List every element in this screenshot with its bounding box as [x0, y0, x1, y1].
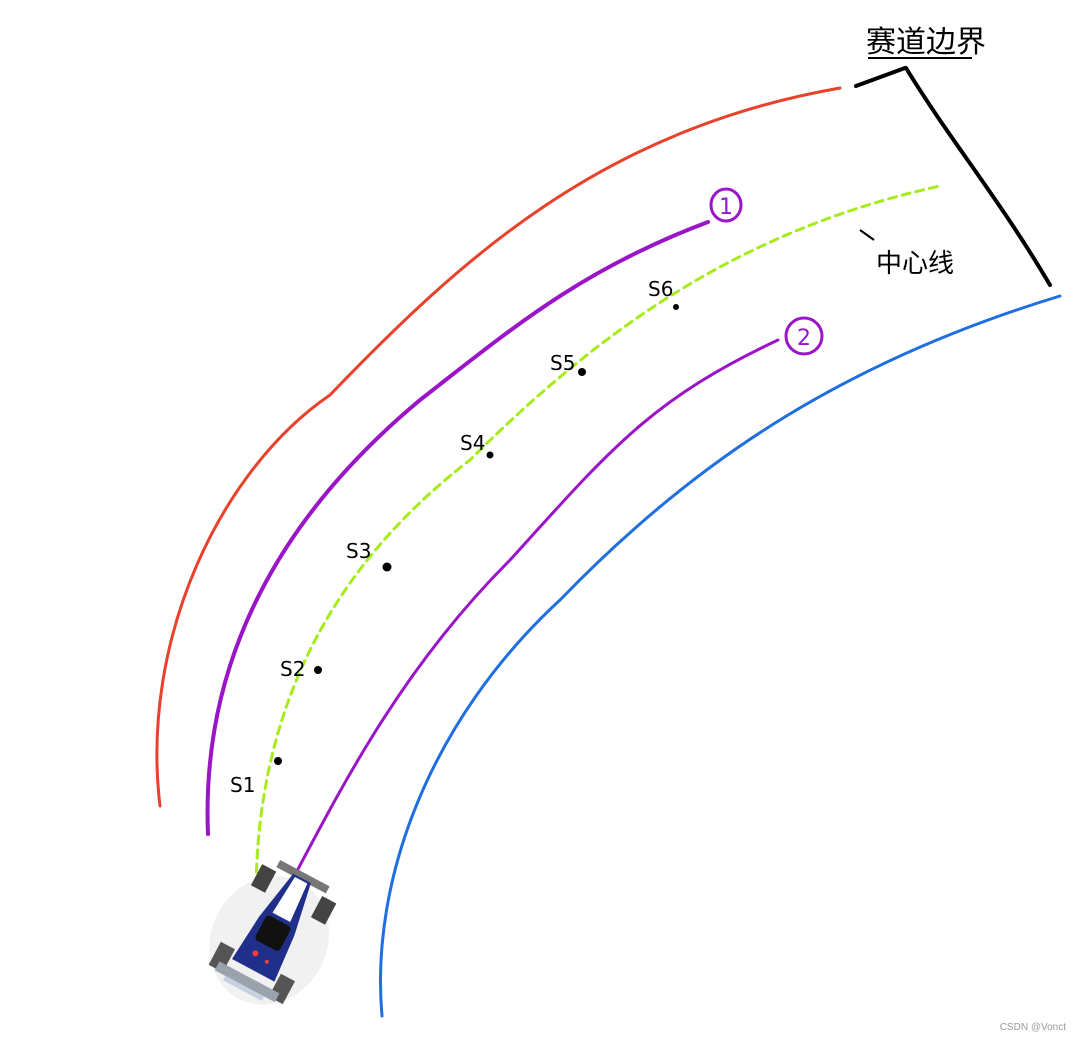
path-2-label: 2 [797, 326, 811, 351]
path-1-marker: 1 [709, 187, 743, 223]
sample-label-s1: S1 [230, 773, 255, 797]
centerline-label: 中心线 [876, 249, 954, 279]
sample-label-s4: S4 [460, 431, 485, 455]
sample-point-s6 [673, 304, 679, 310]
sample-label-s6: S6 [648, 277, 673, 301]
centerline-dashed [254, 184, 942, 902]
sample-point-s3 [382, 562, 392, 572]
sample-label-s5: S5 [550, 351, 575, 375]
sample-point-s2 [314, 666, 322, 674]
sample-point-s4 [486, 451, 494, 459]
right-track-boundary [379, 294, 1062, 1018]
left-track-boundary [155, 86, 842, 808]
boundary-annotation: 赛道边界 [854, 25, 1052, 287]
candidate-path-2 [286, 338, 780, 890]
sample-point-s1 [274, 757, 282, 765]
centerline-annotation: 中心线 [859, 229, 954, 279]
boundary-label: 赛道边界 [866, 25, 986, 60]
path-2-marker: 2 [784, 316, 824, 356]
sample-point-s5 [578, 368, 586, 376]
path-1-label: 1 [719, 195, 733, 220]
watermark: CSDN @Vonct [999, 1022, 1066, 1033]
race-car-icon [208, 860, 337, 1005]
candidate-path-1 [205, 220, 710, 836]
sample-label-s3: S3 [346, 539, 371, 563]
sample-label-s2: S2 [280, 657, 305, 681]
